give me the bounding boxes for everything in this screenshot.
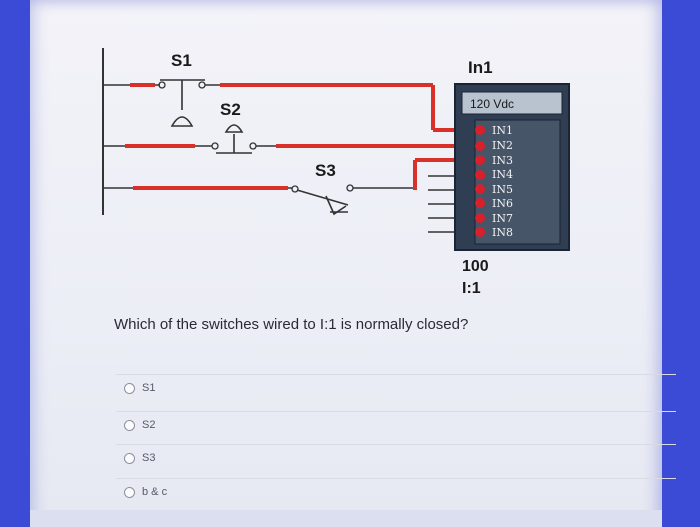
input-module: 120 Vdc	[454, 83, 570, 251]
module-title: In1	[468, 58, 493, 77]
input-terminals: IN1 IN2 IN3 IN4 IN5 IN6 IN7 IN8	[475, 124, 513, 239]
input-label-in5: IN5	[492, 183, 513, 196]
s2-label: S2	[220, 100, 241, 119]
option-label: S1	[142, 382, 156, 394]
option-label: S2	[142, 419, 156, 431]
input-label-in8: IN8	[492, 226, 513, 239]
answer-option-s2[interactable]: S2	[116, 411, 676, 438]
option-label: b & c	[142, 486, 168, 498]
s1-label: S1	[171, 51, 192, 70]
terminal-dot	[475, 213, 485, 223]
module-supply-label: 120 Vdc	[470, 97, 514, 111]
ladder-wiring-diagram: S1 S2 S3	[102, 48, 570, 297]
terminal-dot	[475, 184, 485, 194]
radio-button[interactable]	[124, 452, 135, 464]
s1-pushbutton-symbol	[158, 79, 206, 127]
terminal-dot	[475, 155, 485, 165]
option-label: S3	[142, 452, 156, 464]
radio-button[interactable]	[124, 382, 135, 394]
input-label-in1: IN1	[492, 124, 513, 137]
s3-limit-switch-symbol	[291, 184, 354, 216]
input-label-in2: IN2	[492, 139, 513, 152]
radio-button[interactable]	[124, 419, 135, 431]
terminal-dot	[475, 170, 485, 180]
answer-option-s1[interactable]: S1	[116, 374, 676, 401]
s2-pushbutton-symbol	[211, 124, 257, 154]
answer-option-b-and-c[interactable]: b & c	[116, 478, 676, 505]
question-text: Which of the switches wired to I:1 is no…	[114, 316, 469, 333]
screen-bottom-edge	[30, 510, 662, 527]
answer-option-s3[interactable]: S3	[116, 444, 676, 471]
terminal-dot	[475, 141, 485, 151]
radio-button[interactable]	[124, 486, 135, 498]
input-label-in3: IN3	[492, 154, 513, 167]
slot-number: 100	[462, 258, 489, 275]
terminal-dot	[475, 227, 485, 237]
terminal-dot	[475, 125, 485, 135]
input-label-in7: IN7	[492, 212, 513, 225]
input-label-in6: IN6	[492, 197, 513, 210]
slot-address: I:1	[462, 280, 481, 297]
question-page: S1 S2 S3	[30, 0, 676, 527]
input-label-in4: IN4	[492, 168, 513, 181]
s3-label: S3	[315, 161, 336, 180]
terminal-dot	[475, 198, 485, 208]
